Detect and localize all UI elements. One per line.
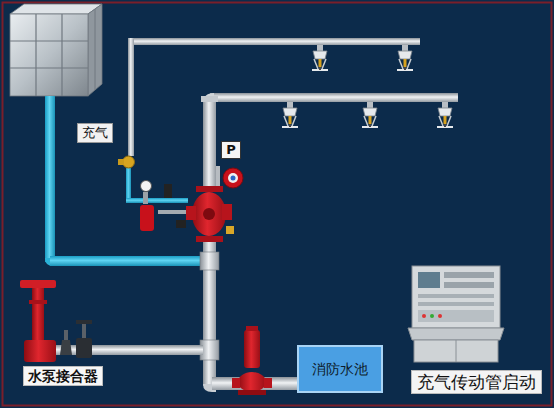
pressure-switch-tag: P <box>221 141 241 159</box>
node-text: 充气传动管启动 <box>417 372 536 392</box>
air-label: 充气 <box>77 123 113 143</box>
pump-connector-label: 水泵接合器 <box>23 366 103 387</box>
fire-pool-box: 消防水池 <box>297 345 383 393</box>
node-text: P <box>226 142 236 158</box>
mode-label: 充气传动管启动 <box>411 370 542 394</box>
node-text: 水泵接合器 <box>28 368 98 385</box>
node-text: 消防水池 <box>312 361 368 378</box>
node-text: 充气 <box>82 125 108 141</box>
